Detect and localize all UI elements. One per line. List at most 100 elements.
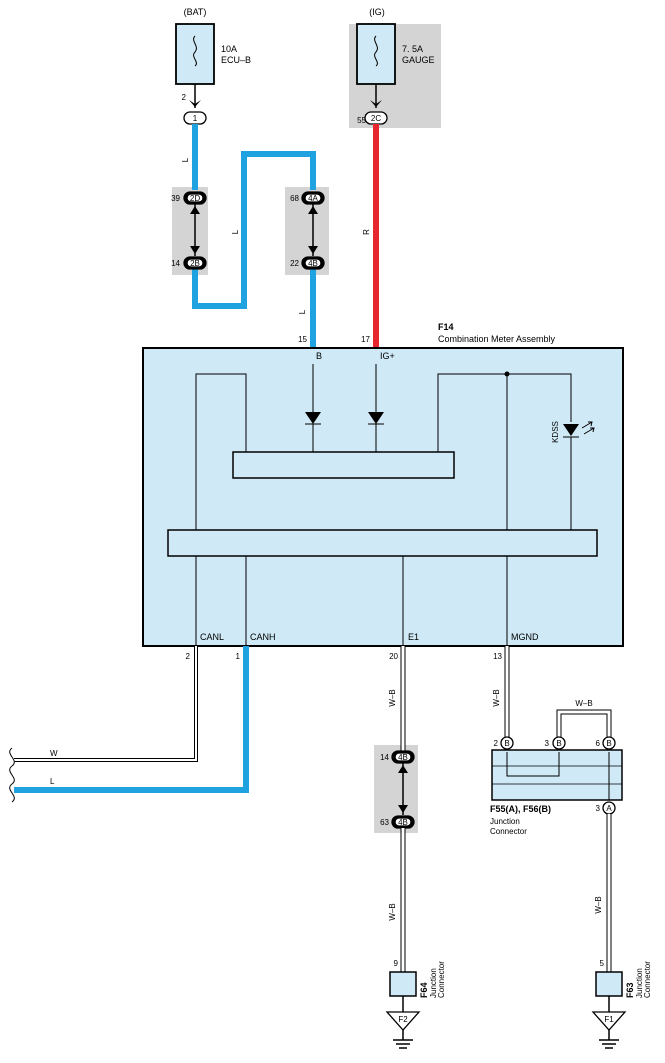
wire-wb-loop-outline — [556, 709, 612, 744]
conn-4b-low-bot-pin: 63 — [380, 818, 389, 827]
f2-ground-icon — [393, 1039, 413, 1049]
wire-wb-label-1: W–B — [388, 689, 397, 706]
conn-4b-pin: 22 — [290, 259, 299, 268]
conn-4a-inner — [304, 193, 322, 203]
ig-fuse-rating: 7. 5A — [402, 44, 423, 54]
bat-terminal: 1 — [193, 114, 198, 123]
meter-pin-e1: 20 — [389, 652, 398, 661]
jf55-pin1: 2 — [494, 739, 499, 748]
f63-pin: 5 — [600, 959, 605, 968]
f64-code: F64 — [419, 982, 429, 998]
wire-wb-loop — [557, 710, 611, 744]
wire-w-label: W — [50, 749, 58, 758]
conn-2d-pin: 39 — [171, 194, 180, 203]
f2-ground-triangle-icon — [385, 1011, 421, 1031]
jf55-pin3: 6 — [596, 739, 601, 748]
meter-pin-canl: 2 — [186, 652, 191, 661]
wire-wb-label-3: W–B — [492, 689, 501, 706]
bat-fuse-name: ECU–B — [221, 55, 251, 65]
f64-name1: Junction — [429, 968, 438, 998]
conn-4b-low-bot-inner — [394, 817, 412, 827]
meter-label-canh: CANH — [250, 632, 276, 642]
ig-pin: 55 — [357, 116, 366, 125]
conn-4b-low-top-terminal: 4B — [398, 753, 408, 762]
meter-pin-b: 15 — [298, 335, 307, 344]
diode-b-icon — [305, 412, 321, 424]
conn-4b-low-top-inner — [394, 752, 412, 762]
ig-terminal: 2C — [371, 114, 381, 123]
f63-code: F63 — [625, 982, 635, 998]
ig-fuse-name: GAUGE — [402, 55, 435, 65]
f63-name1: Junction — [635, 968, 644, 998]
f64-pin: 9 — [394, 959, 399, 968]
led-label: KDSS — [551, 421, 560, 443]
jf55-term4: A — [606, 804, 612, 813]
jf55-name2: Connector — [490, 827, 527, 836]
f64-box — [389, 971, 417, 997]
conn-2b-inner — [186, 258, 204, 268]
conn-2b-arrow-icon — [190, 246, 200, 254]
wire-w-canl — [14, 646, 197, 761]
jf55-code: F55(A), F56(B) — [490, 804, 551, 814]
meter-label-e1: E1 — [408, 632, 419, 642]
conn-4b-low-bot-terminal: 4B — [398, 818, 408, 827]
wire-break-icon — [9, 747, 15, 803]
conn-4a-pin: 68 — [290, 194, 299, 203]
conn-2d-inner — [186, 193, 204, 203]
jf55-term3: B — [606, 739, 611, 748]
meter-name: Combination Meter Assembly — [438, 334, 556, 344]
jf55-pin2: 3 — [545, 739, 550, 748]
ig-fuse-icon — [374, 35, 378, 67]
conn-4b-low-arrow-down-icon — [398, 805, 408, 813]
meter-left-loop — [195, 373, 247, 530]
bat-fuse-icon — [193, 35, 197, 67]
wire-wb-label-2: W–B — [388, 903, 397, 920]
f2-label: F2 — [398, 1015, 408, 1024]
f1-ground-triangle-icon — [591, 1011, 627, 1031]
jf55-term1-circle — [500, 736, 514, 750]
ig-source-label: (IG) — [369, 7, 385, 17]
meter-inner-block-1 — [232, 451, 455, 479]
led-icon — [563, 424, 579, 436]
f1-label: F1 — [604, 1015, 614, 1024]
conn-2d-arrow-icon — [190, 206, 200, 214]
meter-label-canl: CANL — [200, 632, 224, 642]
meter-code: F14 — [438, 322, 454, 332]
wire-l-label-3: L — [298, 309, 307, 314]
conn-2d-terminal: 2D — [190, 194, 200, 203]
f63-name2: Connector — [643, 961, 652, 998]
ig-fuse-box — [356, 23, 396, 85]
f64-name2: Connector — [437, 961, 446, 998]
meter-pin-ig: 17 — [361, 335, 370, 344]
conn-4a-terminal: 4A — [308, 194, 318, 203]
meter-pin-mgnd: 13 — [493, 652, 502, 661]
conn-2b-terminal: 2B — [190, 259, 200, 268]
bat-fuse-rating: 10A — [221, 44, 237, 54]
conn-4b-arrow-icon — [308, 246, 318, 254]
wire-l-label-can: L — [50, 777, 55, 786]
jf55-name1: Junction — [490, 817, 520, 826]
meter-pin-canh: 1 — [236, 652, 241, 661]
wire-w-canl-outline — [14, 646, 198, 762]
wire-l-canh — [14, 646, 249, 793]
junction-f55-box — [491, 749, 623, 801]
wire-wb-label-loop: W–B — [575, 699, 592, 708]
jf55-term3-circle — [602, 736, 616, 750]
wire-l-bat-2 — [192, 151, 316, 309]
jf55-term2: B — [556, 739, 561, 748]
meter-label-ig: IG+ — [380, 351, 395, 361]
conn-4b-low-arrow-up-icon — [398, 765, 408, 773]
f1-ground-icon — [599, 1039, 619, 1049]
jf55-pin4: 3 — [596, 804, 601, 813]
meter-label-mgnd: MGND — [511, 632, 539, 642]
bat-pin: 2 — [182, 93, 187, 102]
wire-l-label-2: L — [231, 229, 240, 234]
wire-l-label-1: L — [181, 157, 190, 162]
bat-fuse-box — [175, 23, 215, 85]
wire-r-label: R — [362, 229, 371, 235]
meter-box — [142, 347, 624, 647]
wire-wb-label-4: W–B — [594, 896, 603, 913]
jf55-term2-circle — [552, 736, 566, 750]
meter-label-b: B — [316, 351, 322, 361]
